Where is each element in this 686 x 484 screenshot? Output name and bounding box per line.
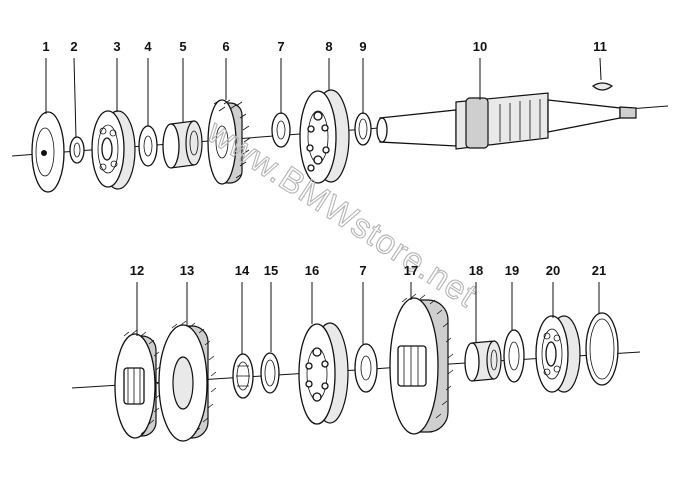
callout-1: 1 (42, 39, 49, 54)
callout-4: 4 (144, 39, 152, 54)
callout-6: 6 (222, 39, 229, 54)
callout-20: 20 (546, 263, 560, 278)
part-5-bushing (162, 120, 203, 169)
callout-15: 15 (264, 263, 278, 278)
part-14-needle-cage (232, 353, 254, 399)
part-11-woodruff-key (592, 82, 614, 91)
part-7-washer-bottom (354, 343, 378, 393)
callout-8: 8 (325, 39, 332, 54)
callout-7-bottom: 7 (359, 263, 366, 278)
callout-10: 10 (473, 39, 487, 54)
part-21-circlip-ring (585, 312, 619, 386)
callout-16: 16 (305, 263, 319, 278)
part-6-helical-gear (207, 99, 251, 185)
part-20-ball-bearing (535, 315, 581, 393)
callout-18: 18 (469, 263, 483, 278)
callout-7-top: 7 (277, 39, 284, 54)
part-17-large-gear (389, 293, 454, 435)
callout-3: 3 (113, 39, 120, 54)
part-16-coupling-disc (298, 322, 349, 425)
part-18-bushing (464, 340, 502, 382)
part-2-circlip (69, 136, 85, 164)
callout-17: 17 (404, 263, 418, 278)
part-10-main-shaft (376, 92, 637, 150)
part-8-synchro-hub (299, 89, 350, 184)
callout-13: 13 (180, 263, 194, 278)
callout-9: 9 (359, 39, 366, 54)
part-15-snap-ring (260, 352, 280, 394)
top-assembly (11, 82, 669, 193)
callout-19: 19 (505, 263, 519, 278)
callout-11: 11 (593, 39, 607, 54)
part-12-spur-gear (114, 329, 163, 439)
callout-12: 12 (130, 263, 144, 278)
part-7-washer-top (271, 112, 291, 148)
part-13-spur-gear (158, 320, 217, 442)
callout-numbers: 1 2 3 4 5 6 7 8 9 10 11 12 13 14 15 16 7… (42, 39, 606, 278)
bottom-assembly (71, 293, 641, 442)
callout-leaders (45, 57, 602, 354)
part-9-retaining-ring (354, 112, 372, 146)
part-19-washer (503, 329, 525, 383)
part-3-ball-bearing (91, 110, 136, 190)
callout-5: 5 (179, 39, 186, 54)
callout-14: 14 (235, 263, 250, 278)
part-4-washer (138, 125, 158, 167)
part-1-cover-disc (31, 111, 65, 193)
callout-21: 21 (592, 263, 606, 278)
callout-2: 2 (70, 39, 77, 54)
